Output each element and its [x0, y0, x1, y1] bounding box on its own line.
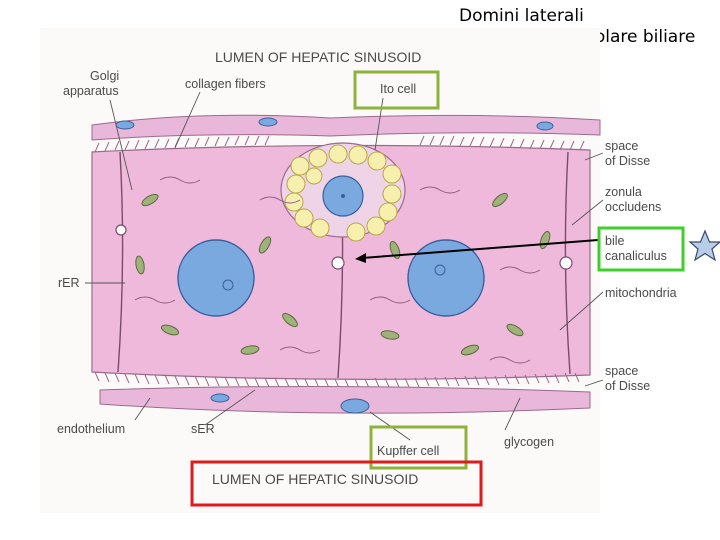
endothelial-nucleus: [115, 120, 135, 130]
bile-canaliculus-arrow: [355, 239, 599, 263]
endothelial-nucleus: [210, 393, 230, 403]
endothelium-top: [91, 114, 601, 141]
leader-lines: [85, 91, 604, 441]
label-mitochondria: mitochondria: [605, 286, 677, 300]
title-line-1: Domini laterali: [459, 6, 584, 26]
endothelium-bottom: [99, 385, 591, 414]
endothelial-nucleus: [536, 121, 554, 131]
label-glycogen: glycogen: [504, 435, 554, 449]
hepatocyte-nucleus-left: [177, 239, 255, 317]
label-ito-cell: Ito cell: [380, 82, 416, 96]
ito-cell-body: [280, 142, 406, 242]
mitochondria-cluster: [135, 192, 551, 356]
star-icon: [688, 229, 720, 262]
ito-cell-highlight-box: [353, 70, 440, 110]
label-golgi-1: Golgi: [90, 69, 119, 83]
endoplasmic-reticulum: [134, 176, 541, 364]
label-kupffer-cell: Kupffer cell: [377, 444, 439, 458]
label-ser: sER: [191, 422, 215, 436]
endothelial-nucleus: [258, 117, 278, 127]
kupffer-nucleus: [340, 398, 370, 414]
label-rer: rER: [58, 276, 80, 290]
bottom-lumen-highlight-box: [190, 460, 483, 507]
label-endothelium: endothelium: [57, 422, 125, 436]
label-top-lumen: LUMEN OF HEPATIC SINUSOID: [215, 49, 421, 65]
label-collagen: collagen fibers: [185, 77, 266, 91]
label-bottom-lumen: LUMEN OF HEPATIC SINUSOID: [212, 471, 418, 487]
hepatocyte-nucleus-right: [407, 239, 485, 317]
bile-canaliculi: [115, 224, 573, 270]
label-golgi-2: apparatus: [63, 84, 119, 98]
kupffer-cell-highlight-box: [369, 425, 468, 470]
microvilli-border: [94, 135, 585, 389]
bile-canaliculus-highlight-box: [597, 226, 685, 272]
